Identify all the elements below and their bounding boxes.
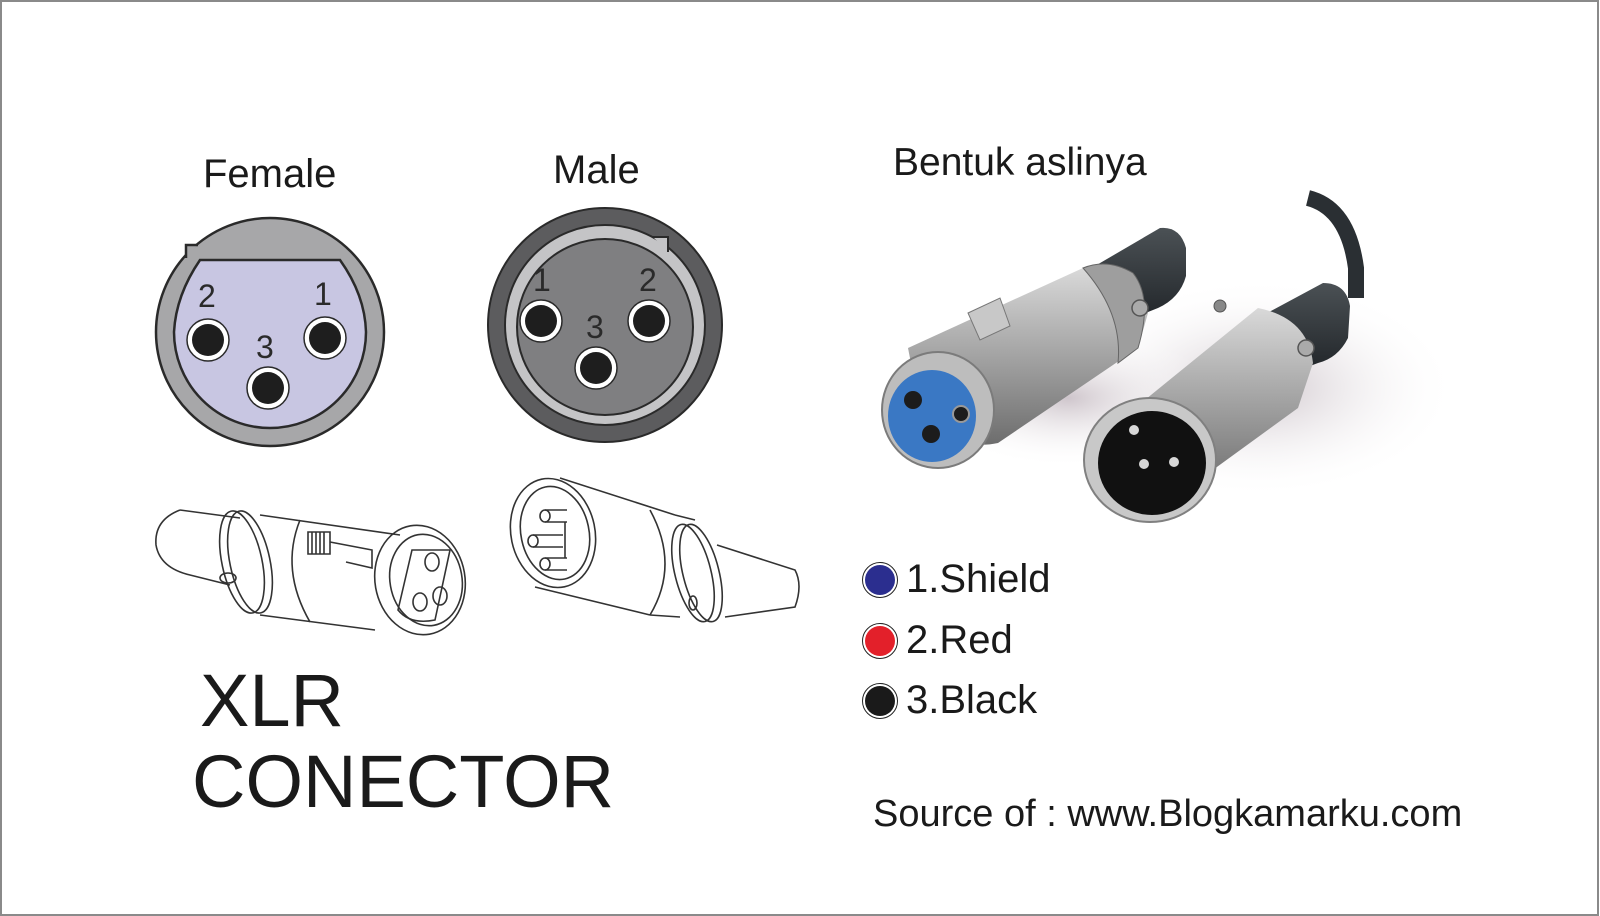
legend-label-black: 3.Black xyxy=(906,678,1038,722)
female-pin-2 xyxy=(186,318,230,362)
male-pin-number-3: 3 xyxy=(586,309,604,345)
xlr-connectors-photo xyxy=(881,190,1458,523)
legend-item-black: 3.Black xyxy=(862,678,1037,723)
male-pin-number-1: 1 xyxy=(533,262,551,298)
legend-item-red: 2.Red xyxy=(862,618,1013,663)
legend-item-shield: 1.Shield xyxy=(862,557,1051,602)
male-pin-number-2: 2 xyxy=(639,262,657,298)
female-connector-face-diagram: 2 1 3 xyxy=(154,216,386,448)
photo-caption: Bentuk aslinya xyxy=(893,141,1147,184)
male-label: Male xyxy=(553,148,640,192)
female-label: Female xyxy=(203,152,337,196)
legend-label-shield: 1.Shield xyxy=(906,557,1051,601)
legend-label-red: 2.Red xyxy=(906,618,1013,662)
black-color-dot xyxy=(862,682,898,719)
female-pin-number-3: 3 xyxy=(256,329,274,365)
female-pin-3 xyxy=(246,366,290,410)
female-pin-number-1: 1 xyxy=(314,276,332,312)
shield-color-dot xyxy=(862,561,898,598)
male-connector-face-diagram: 1 2 3 xyxy=(487,207,723,443)
male-pin-2 xyxy=(627,299,671,343)
title-line-2: CONECTOR xyxy=(192,740,615,823)
male-pin-1 xyxy=(519,299,563,343)
source-credit: Source of : www.Blogkamarku.com xyxy=(873,793,1463,835)
red-color-dot xyxy=(862,622,898,659)
title-line-1: XLR xyxy=(200,659,344,742)
male-pin-3 xyxy=(574,346,618,390)
male-connector-line-drawing xyxy=(509,477,800,623)
female-pin-number-2: 2 xyxy=(198,278,216,314)
female-connector-line-drawing xyxy=(155,509,467,636)
female-pin-1 xyxy=(303,316,347,360)
